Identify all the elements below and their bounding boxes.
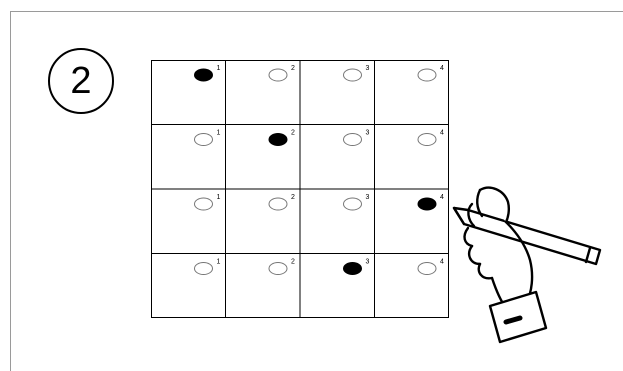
bubble-number-label: 1 bbox=[217, 130, 221, 137]
answer-bubble-empty[interactable] bbox=[195, 198, 213, 210]
step-number: 2 bbox=[70, 60, 91, 103]
bubble-number-label: 3 bbox=[366, 194, 370, 201]
answer-bubble-empty[interactable] bbox=[418, 69, 436, 81]
bubble-number-label: 1 bbox=[217, 194, 221, 201]
answer-grid: 1 2 3 4 1 2 3 4 1 2 3 4 1 2 3 4 bbox=[151, 60, 449, 318]
frame-top-border bbox=[10, 11, 623, 12]
answer-bubble-empty[interactable] bbox=[269, 69, 287, 81]
hand-writing-with-pen-icon bbox=[450, 180, 610, 345]
answer-bubble-empty[interactable] bbox=[269, 263, 287, 275]
answer-bubble-empty[interactable] bbox=[344, 198, 362, 210]
answer-bubble-empty[interactable] bbox=[418, 134, 436, 146]
bubble-number-label: 4 bbox=[440, 65, 444, 72]
answer-bubble-filled[interactable] bbox=[418, 198, 436, 210]
bubble-number-label: 3 bbox=[366, 65, 370, 72]
answer-bubble-empty[interactable] bbox=[195, 134, 213, 146]
step-number-badge: 2 bbox=[48, 48, 114, 114]
answer-grid-svg: 1 2 3 4 1 2 3 4 1 2 3 4 1 2 3 4 bbox=[151, 60, 449, 318]
answer-bubble-empty[interactable] bbox=[269, 198, 287, 210]
answer-bubble-empty[interactable] bbox=[344, 69, 362, 81]
bubble-number-label: 2 bbox=[291, 65, 295, 72]
answer-bubble-filled[interactable] bbox=[195, 69, 213, 81]
bubble-number-label: 2 bbox=[291, 194, 295, 201]
answer-bubble-empty[interactable] bbox=[344, 134, 362, 146]
answer-bubble-empty[interactable] bbox=[195, 263, 213, 275]
frame-left-border bbox=[10, 11, 11, 371]
bubble-number-label: 4 bbox=[440, 130, 444, 137]
bubble-number-label: 2 bbox=[291, 259, 295, 266]
bubble-number-label: 4 bbox=[440, 259, 444, 266]
answer-bubble-filled[interactable] bbox=[269, 134, 287, 146]
bubble-number-label: 3 bbox=[366, 259, 370, 266]
bubble-number-label: 3 bbox=[366, 130, 370, 137]
bubble-number-label: 1 bbox=[217, 65, 221, 72]
bubble-number-label: 1 bbox=[217, 259, 221, 266]
answer-bubble-filled[interactable] bbox=[344, 263, 362, 275]
bubble-number-label: 2 bbox=[291, 130, 295, 137]
bubble-number-label: 4 bbox=[440, 194, 444, 201]
answer-bubble-empty[interactable] bbox=[418, 263, 436, 275]
